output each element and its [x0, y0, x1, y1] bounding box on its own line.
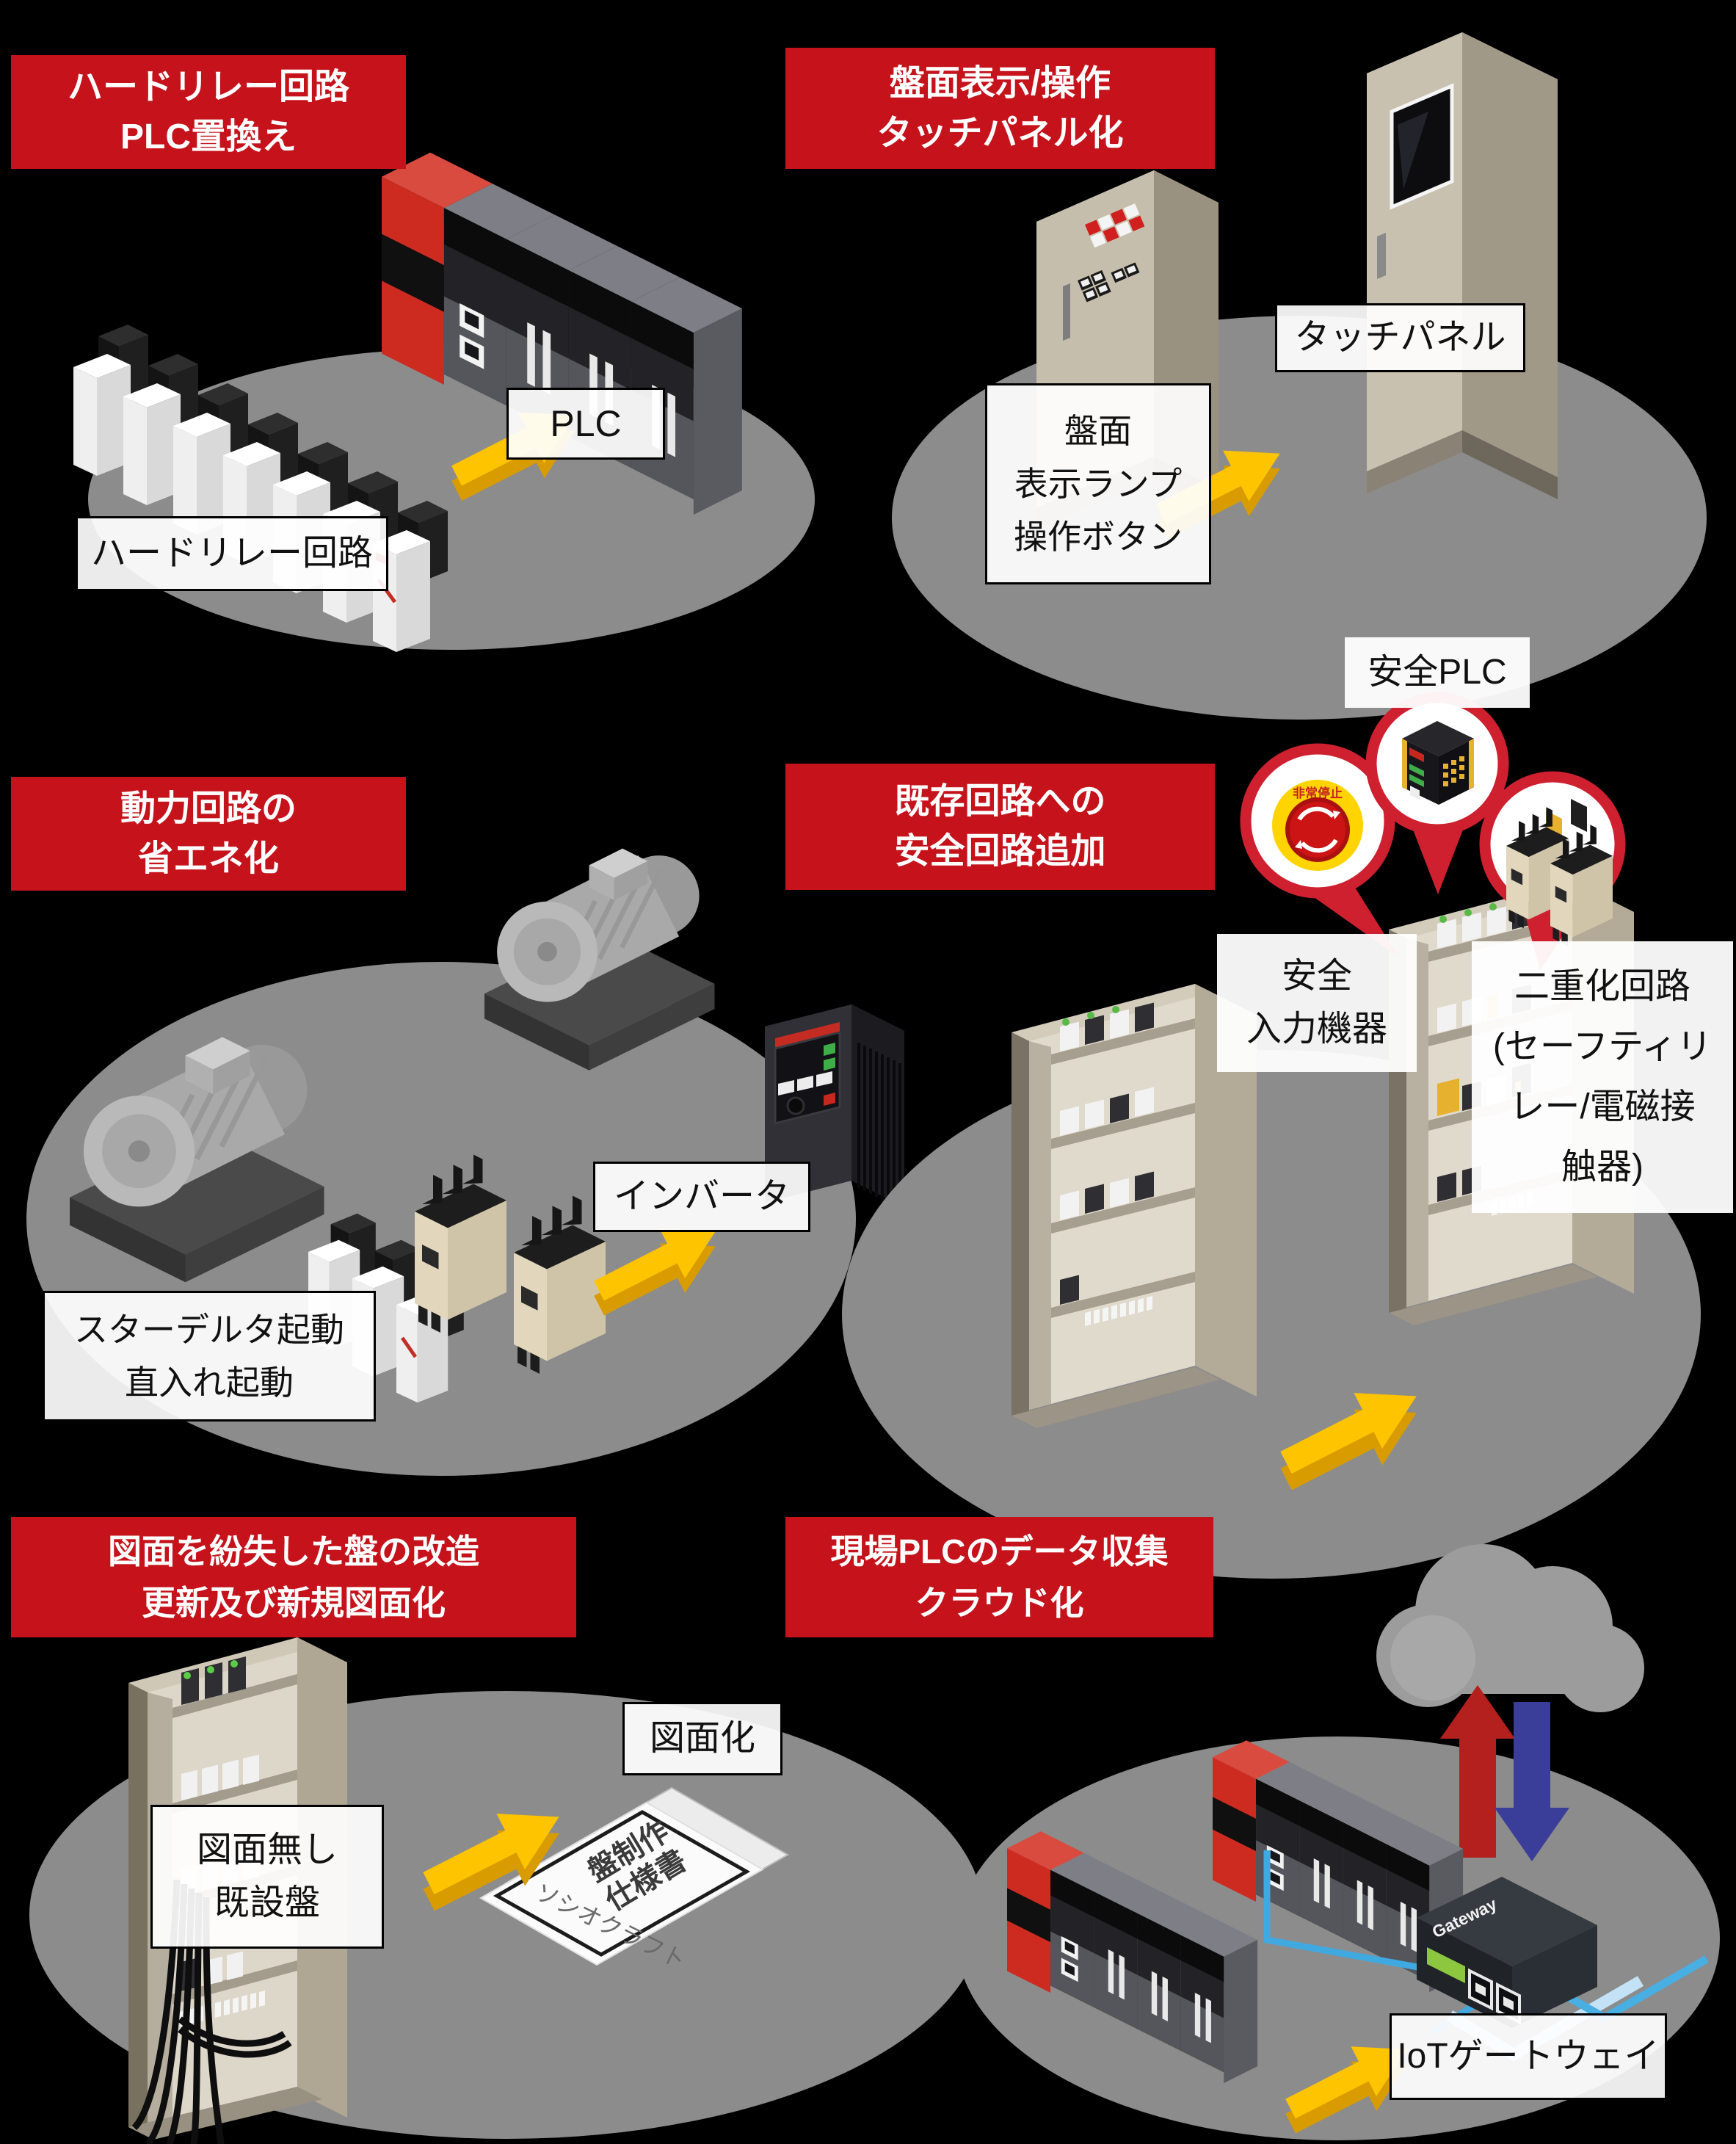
door-handle-icon [1063, 283, 1070, 341]
open-cabinet-icon [1012, 984, 1257, 1428]
indicator-lamp-grid-icon [1085, 203, 1145, 248]
scene-drawings: 盤制作 仕様書 ソシオクラフト [29, 1637, 984, 2144]
label-no-drawing-cabinet: 図面無し 既設盤 [150, 1805, 384, 1949]
title-lost-drawing: 図面を紛失した盤の改造 更新及び新規図面化 [11, 1517, 576, 1637]
title-relay-to-plc: ハードリレー回路 PLC置換え [11, 55, 406, 169]
label-panel-lamps-buttons: 盤面 表示ランプ 操作ボタン [985, 383, 1211, 584]
inverter-display-icon [774, 1022, 841, 1125]
title-touchpanel: 盤面表示/操作 タッチパネル化 [785, 48, 1215, 169]
title-energy-saving: 動力回路の 省エネ化 [11, 777, 406, 891]
ethernet-port-icon [1468, 1968, 1521, 2025]
safety-relay-icon [1437, 1078, 1459, 1116]
dual-contactor-pin-icon [1479, 771, 1626, 971]
specification-documents-icon: 盤制作 仕様書 ソシオクラフト [479, 1786, 790, 1974]
safety-plc-pin-icon [1365, 692, 1509, 894]
estop-text: 非常停止 [1293, 786, 1343, 800]
label-drawing-created: 図面化 [622, 1702, 782, 1775]
star-delta-relay-cluster-icon [308, 1213, 464, 1403]
upload-arrow-icon [1440, 1685, 1515, 1858]
label-dual-circuit: 二重化回路 (セーフティリ レー/電磁接 触器) [1472, 941, 1733, 1213]
label-plc: PLC [506, 388, 665, 460]
label-star-delta: スターデルタ起動 直入れ起動 [43, 1291, 376, 1422]
label-safety-input: 安全 入力機器 [1217, 934, 1417, 1072]
estop-pin-icon: 非常停止 [1240, 743, 1399, 957]
iot-gateway-icon: Gateway [1417, 1877, 1597, 2028]
din-rail-components [1051, 1002, 1195, 1326]
touch-screen-icon [1390, 83, 1454, 210]
label-inverter: インバータ [593, 1162, 810, 1232]
inverter-icon [765, 1004, 904, 1209]
gateway-led-icon [1427, 1947, 1465, 1983]
label-iot-gateway: IoTゲートウェイ [1390, 2013, 1667, 2100]
cloud-icon [1376, 1544, 1644, 1712]
label-safety-plc: 安全PLC [1345, 637, 1530, 708]
label-touchpanel: タッチパネル [1275, 303, 1525, 372]
door-handle-icon [1377, 233, 1386, 279]
label-hard-relay: ハードリレー回路 [76, 516, 388, 591]
title-iot-cloud: 現場PLCのデータ収集 クラウド化 [785, 1517, 1213, 1637]
title-safety-circuit: 既存回路への 安全回路追加 [785, 764, 1215, 890]
operation-buttons-icon [1078, 262, 1140, 303]
download-arrow-icon [1495, 1702, 1569, 1861]
touchpanel-cabinet-icon [1367, 32, 1558, 499]
